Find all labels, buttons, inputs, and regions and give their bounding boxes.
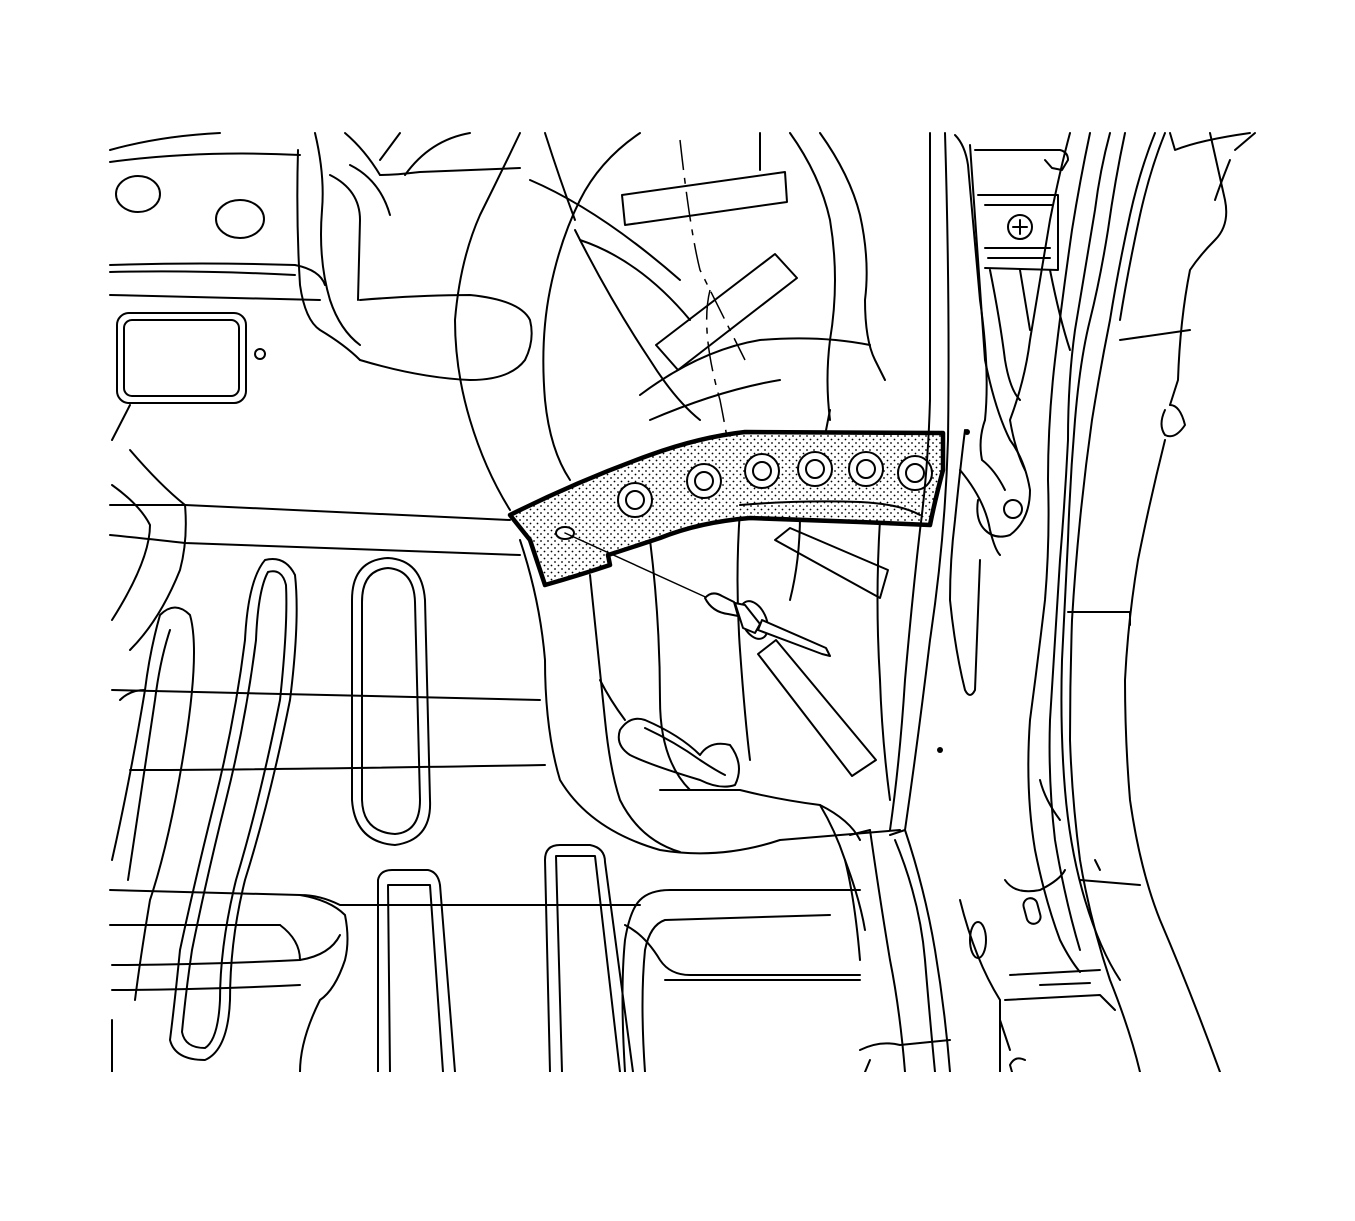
pillar-hole (1003, 499, 1023, 519)
bracket-hole-4 (797, 451, 833, 487)
pillar-slot (1022, 897, 1042, 925)
rivet (564, 532, 831, 657)
bracket-hole-5 (848, 451, 884, 487)
small-hole (254, 348, 266, 360)
tape-strip-1 (621, 171, 788, 226)
pillar-screw (1007, 214, 1033, 240)
body-pillar (844, 132, 1256, 1072)
tape-strip-3 (774, 527, 889, 599)
bracket-holes (617, 451, 933, 518)
center-lower-structure (519, 409, 901, 961)
square-plug-outer (116, 312, 247, 404)
upper-left-panel (109, 132, 361, 441)
tape-strip-4 (757, 639, 877, 777)
square-plug-inner (123, 319, 240, 397)
oval-hole-1 (115, 175, 161, 213)
bracket-hole-3 (744, 453, 780, 489)
bracket-hole-6 (897, 455, 933, 491)
reinforcement-bracket (507, 429, 946, 588)
floor-panel (109, 449, 861, 1072)
rivet-leader-line (564, 532, 713, 601)
center-upper-structure (329, 132, 886, 521)
bracket-hole-1 (617, 482, 653, 518)
oval-hole-2 (215, 199, 265, 239)
tape-strip-2 (655, 253, 798, 371)
bracket-hole-2 (686, 463, 722, 499)
